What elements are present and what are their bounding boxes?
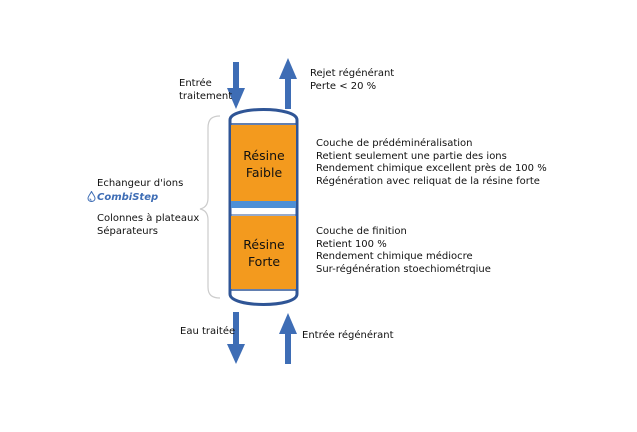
- weak-resin-name-line-2: Faible: [245, 165, 283, 180]
- outlet-treated-arrow: [227, 312, 245, 364]
- bottom-desc-line: Rendement chimique médiocre: [316, 251, 473, 263]
- weak-resin-name-line-1: Résine: [243, 148, 285, 163]
- inlet-regen-label: Entrée régénérant: [302, 330, 394, 341]
- top-desc-line: Rendement chimique excellent près de 100…: [316, 163, 547, 175]
- bottom-desc-line: Couche de finition: [316, 226, 407, 237]
- top-desc-line: Retient seulement une partie des ions: [316, 150, 507, 162]
- weak-resin-name: Résine Faible: [231, 147, 297, 181]
- top-layer-description: Couche de prédéminéralisation Retient se…: [316, 138, 547, 188]
- exchanger-title: Echangeur d'ions: [97, 178, 184, 189]
- ion-exchange-column: [228, 108, 299, 306]
- inlet-treatment-label: Entrée traitement: [179, 78, 232, 103]
- top-desc-line: Couche de prédéminéralisation: [316, 138, 473, 149]
- top-desc-line: Régénération avec reliquat de la résine …: [316, 175, 540, 187]
- strong-resin-layer: [231, 216, 296, 289]
- separator-plate: [231, 201, 296, 208]
- strong-resin-name-line-2: Forte: [247, 254, 281, 269]
- combistep-brand: CombiStep: [97, 191, 159, 203]
- exchanger-label: Echangeur d'ions CombiStep: [87, 178, 184, 204]
- columns-line-2: Séparateurs: [97, 225, 158, 237]
- columns-label: Colonnes à plateaux Séparateurs: [97, 213, 199, 238]
- reject-regen-label: Rejet régénérant Perte < 20 %: [310, 68, 394, 93]
- strong-resin-name-line-1: Résine: [243, 237, 285, 252]
- outlet-treated-label: Eau traitée: [180, 326, 236, 337]
- bottom-layer-description: Couche de finition Retient 100 % Rendeme…: [316, 226, 491, 276]
- brand-line: CombiStep: [87, 190, 183, 205]
- reject-regen-arrow: [279, 58, 297, 109]
- strong-resin-name: Résine Forte: [231, 236, 297, 270]
- weak-resin-layer: [231, 125, 296, 201]
- columns-line-1: Colonnes à plateaux: [97, 213, 200, 224]
- water-drop-icon: [87, 190, 96, 202]
- reject-regen-line-1: Rejet régénérant: [310, 68, 395, 79]
- curly-brace: [199, 115, 221, 299]
- inlet-treatment-arrow: [227, 62, 245, 109]
- inlet-regen-arrow: [279, 313, 297, 364]
- inlet-treatment-line-1: Entrée: [179, 78, 212, 89]
- inlet-treatment-line-2: traitement: [179, 90, 233, 102]
- reject-regen-line-2: Perte < 20 %: [310, 80, 377, 92]
- bottom-desc-line: Retient 100 %: [316, 238, 387, 250]
- bottom-desc-line: Sur-régénération stoechiométrqiue: [316, 263, 491, 275]
